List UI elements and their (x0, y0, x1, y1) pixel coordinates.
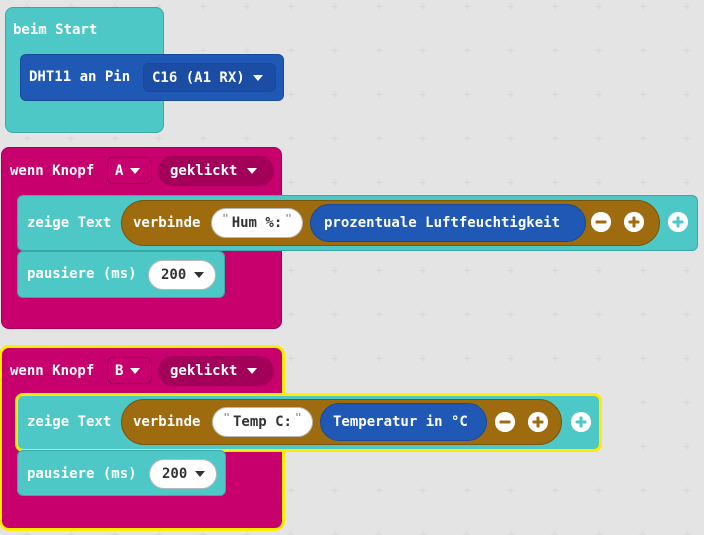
show-text-label-b: zeige Text (27, 414, 112, 430)
button-b-event-value: geklickt (170, 363, 238, 379)
button-b-dropdown[interactable]: B (107, 357, 152, 384)
plus-circle-icon[interactable] (528, 412, 548, 432)
text-literal-b-value: Temp C: (232, 414, 292, 430)
caret-down-icon (252, 74, 263, 81)
plus-circle-icon[interactable] (624, 212, 644, 232)
text-literal-b[interactable]: " Temp C: " (212, 407, 313, 437)
pause-value-a-text: 200 (161, 267, 187, 283)
caret-down-icon (195, 471, 206, 477)
button-a-event-value: geklickt (170, 163, 238, 179)
add-input-icon[interactable] (668, 212, 688, 232)
pause-value-b-text: 200 (162, 466, 188, 482)
pause-label-b: pausiere (ms) (27, 466, 137, 482)
button-a-dropdown[interactable]: A (107, 157, 152, 184)
button-a-dropdown-value: A (115, 162, 124, 179)
caret-down-icon (194, 272, 205, 278)
pause-label-a: pausiere (ms) (27, 266, 137, 282)
button-a-event-dropdown[interactable]: geklickt (158, 156, 274, 186)
close-quote-icon: " (295, 411, 302, 424)
join-label-b: verbinde (133, 414, 201, 430)
caret-down-icon (247, 368, 258, 374)
minus-circle-icon[interactable] (495, 412, 515, 432)
button-a-wenn-label: wenn Knopf (10, 163, 95, 179)
button-b-event-dropdown[interactable]: geklickt (158, 356, 274, 386)
temperature-sensor-block[interactable]: Temperatur in °C (320, 403, 487, 441)
temperature-sensor-label: Temperatur in °C (333, 414, 468, 430)
join-label-a: verbinde (133, 215, 201, 231)
on-start-label: beim Start (13, 22, 98, 38)
button-b-dropdown-value: B (115, 362, 124, 379)
open-quote-icon: " (222, 212, 229, 225)
close-quote-icon: " (285, 212, 292, 225)
caret-down-icon (130, 367, 141, 374)
pause-value-a[interactable]: 200 (148, 260, 216, 290)
humidity-sensor-block[interactable]: prozentuale Luftfeuchtigkeit (310, 204, 586, 242)
pin-dropdown[interactable]: C16 (A1 RX) (143, 63, 276, 92)
caret-down-icon (247, 168, 258, 174)
add-input-icon[interactable] (571, 412, 591, 432)
text-literal-a-value: Hum %: (231, 215, 283, 231)
open-quote-icon: " (223, 411, 230, 424)
humidity-sensor-label: prozentuale Luftfeuchtigkeit (324, 215, 561, 231)
text-literal-a[interactable]: " Hum %: " (211, 208, 303, 238)
minus-circle-icon[interactable] (591, 212, 611, 232)
pause-value-b[interactable]: 200 (149, 459, 217, 489)
caret-down-icon (130, 167, 141, 174)
show-text-label-a: zeige Text (27, 215, 112, 231)
dht11-label: DHT11 an Pin (29, 69, 131, 85)
pin-dropdown-value: C16 (A1 RX) (152, 69, 245, 86)
button-b-wenn-label: wenn Knopf (10, 363, 95, 379)
